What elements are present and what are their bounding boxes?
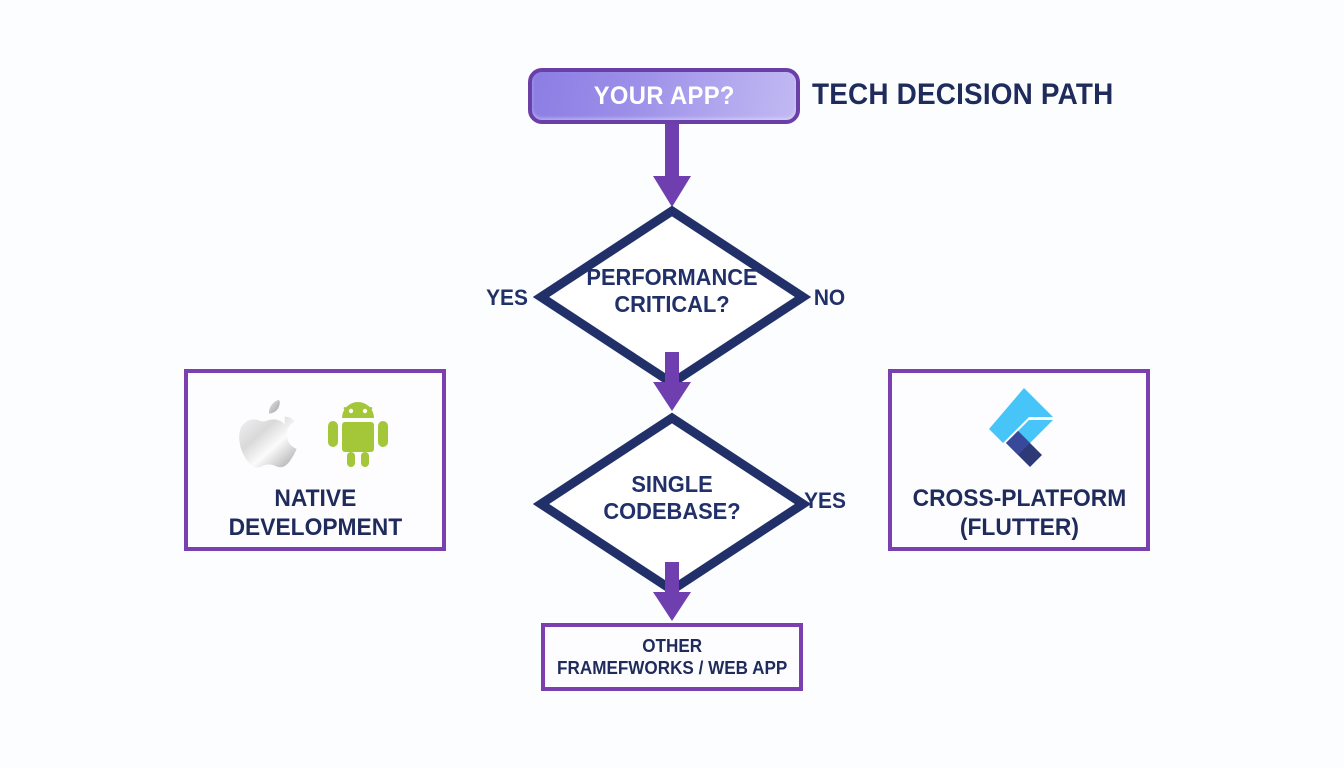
branch-label-performance-yes: YES — [486, 285, 528, 310]
page-title: TECH DECISION PATH — [812, 78, 1114, 111]
connector-codebase-to-other — [652, 562, 692, 622]
outcome-native-icons — [239, 389, 391, 475]
decision-codebase-line1: SINGLE — [631, 471, 713, 497]
outcome-other-line2: FRAMEFWORKS / WEB APP — [556, 658, 788, 678]
android-robot-icon — [325, 398, 391, 475]
outcome-other-frameworks[interactable]: OTHER FRAMEFWORKS / WEB APP — [541, 623, 803, 691]
outcome-native-line2: DEVELOPMENT — [228, 513, 402, 541]
connector-start-to-performance — [652, 124, 692, 208]
start-node-your-app[interactable]: YOUR APP? — [528, 68, 800, 124]
connector-performance-to-codebase — [652, 352, 692, 412]
outcome-other-line1: OTHER — [642, 635, 702, 656]
outcome-flutter-line1: CROSS-PLATFORM — [912, 485, 1126, 512]
outcome-native-line1: NATIVE — [274, 485, 356, 512]
flutter-logo-icon — [982, 386, 1056, 475]
outcome-flutter-caption: CROSS-PLATFORM (FLUTTER) — [912, 485, 1126, 543]
decision-codebase-line2: CODEBASE? — [603, 498, 741, 525]
outcome-flutter-line2: (FLUTTER) — [959, 513, 1079, 541]
outcome-native-development[interactable]: NATIVE DEVELOPMENT — [184, 369, 446, 551]
branch-label-codebase-yes: YES — [804, 488, 846, 513]
decision-performance-line1: PERFORMANCE — [586, 264, 758, 290]
outcome-cross-platform[interactable]: CROSS-PLATFORM (FLUTTER) — [888, 369, 1150, 551]
decision-codebase-label: SINGLE CODEBASE? — [543, 471, 801, 525]
decision-single-codebase[interactable]: SINGLE CODEBASE? — [532, 412, 812, 596]
apple-logo-icon — [239, 398, 299, 475]
decision-performance-label: PERFORMANCE CRITICAL? — [543, 264, 801, 318]
outcome-flutter-icons — [982, 386, 1056, 475]
decision-performance-line2: CRITICAL? — [614, 291, 730, 318]
start-node-label: YOUR APP? — [593, 81, 735, 110]
outcome-native-caption: NATIVE DEVELOPMENT — [228, 485, 402, 543]
outcome-other-caption: OTHER FRAMEFWORKS / WEB APP — [557, 635, 787, 680]
branch-label-performance-no: NO — [813, 285, 846, 310]
